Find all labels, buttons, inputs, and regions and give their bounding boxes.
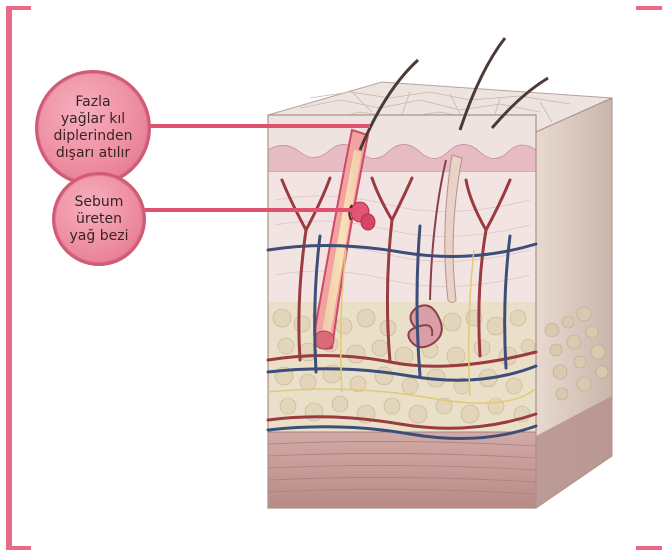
callout-sebaceous-gland-text: Sebum üreten yağ bezi [70, 194, 129, 245]
hair-bulb [314, 331, 334, 349]
leader-line-sebaceous-gland [138, 208, 358, 212]
leader-line-excess-oil [140, 124, 370, 128]
callout-excess-oil: Fazla yağlar kıl diplerinden dışarı atıl… [35, 70, 151, 186]
callout-sebaceous-gland: Sebum üreten yağ bezi [52, 172, 146, 266]
callout-excess-oil-text: Fazla yağlar kıl diplerinden dışarı atıl… [53, 94, 132, 162]
muscle-layer [268, 432, 536, 508]
